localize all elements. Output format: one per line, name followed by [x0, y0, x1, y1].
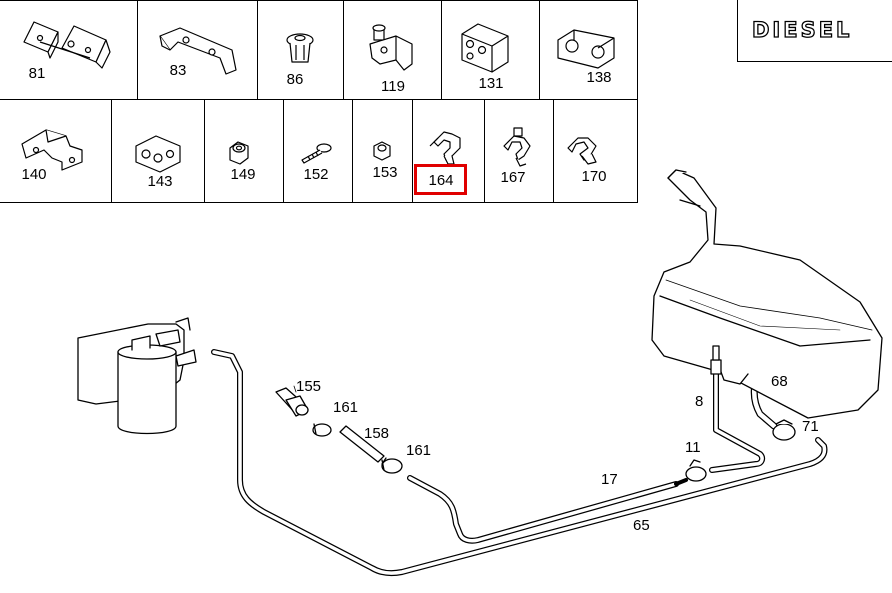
fuel-line-65	[211, 349, 828, 577]
part-label-138[interactable]: 138	[586, 69, 612, 86]
part-label-131[interactable]: 131	[478, 75, 504, 92]
callout-17[interactable]: 17	[601, 471, 618, 488]
callout-8[interactable]: 8	[695, 393, 704, 410]
callout-71[interactable]: 71	[802, 418, 819, 435]
diesel-badge: DIESEL	[751, 18, 853, 42]
hose-clip-double-icon	[567, 137, 597, 165]
part-label-119[interactable]: 119	[381, 78, 405, 95]
hose-clamp-71	[772, 419, 796, 441]
part-label-143[interactable]: 143	[147, 173, 173, 190]
nut-icon	[229, 141, 249, 165]
hose-clamp-161a	[312, 423, 332, 437]
fuel-line-17	[407, 475, 679, 544]
part-label-149[interactable]: 149	[230, 166, 256, 183]
callout-161-upper[interactable]: 161	[333, 399, 359, 416]
hose-158	[339, 425, 385, 463]
mounting-bracket-icon	[21, 129, 83, 171]
bolt-clip-icon	[369, 24, 413, 71]
parts-grid	[0, 0, 892, 203]
hex-nut-icon	[373, 141, 391, 161]
callout-11[interactable]: 11	[685, 439, 701, 456]
callout-155[interactable]: 155	[296, 378, 322, 395]
fuel-filter	[77, 317, 197, 435]
part-label-153[interactable]: 153	[372, 164, 398, 181]
callout-65[interactable]: 65	[633, 517, 650, 534]
inline-filter-155	[275, 387, 309, 417]
rubber-mount-icon	[135, 135, 181, 173]
fuel-line-8	[709, 369, 766, 473]
part-label-83[interactable]: 83	[169, 62, 187, 79]
expansion-rivet-icon	[286, 33, 314, 63]
part-label-152[interactable]: 152	[303, 166, 329, 183]
callout-161-lower[interactable]: 161	[406, 442, 432, 459]
hose-clip-icon	[429, 131, 461, 165]
bracket-icon	[159, 27, 237, 75]
part-label-86[interactable]: 86	[286, 71, 304, 88]
tank-fitting	[710, 345, 722, 375]
callout-158[interactable]: 158	[364, 425, 390, 442]
double-clip-icon	[23, 21, 111, 69]
part-label-164[interactable]: 164	[428, 172, 454, 189]
part-label-170[interactable]: 170	[581, 168, 607, 185]
callout-68[interactable]: 68	[771, 373, 788, 390]
screw-icon	[301, 143, 332, 164]
hose-clip-stud-icon	[503, 127, 531, 167]
selected-part-highlight	[414, 164, 467, 195]
part-label-81[interactable]: 81	[28, 65, 46, 82]
hose-clamp-161b	[381, 457, 403, 474]
fuel-tank	[651, 169, 883, 419]
hose-clamp-11	[685, 459, 707, 482]
part-label-167[interactable]: 167	[500, 169, 526, 186]
block-clip-icon	[461, 23, 509, 73]
part-label-140[interactable]: 140	[21, 166, 47, 183]
double-clamp-icon	[557, 29, 615, 69]
